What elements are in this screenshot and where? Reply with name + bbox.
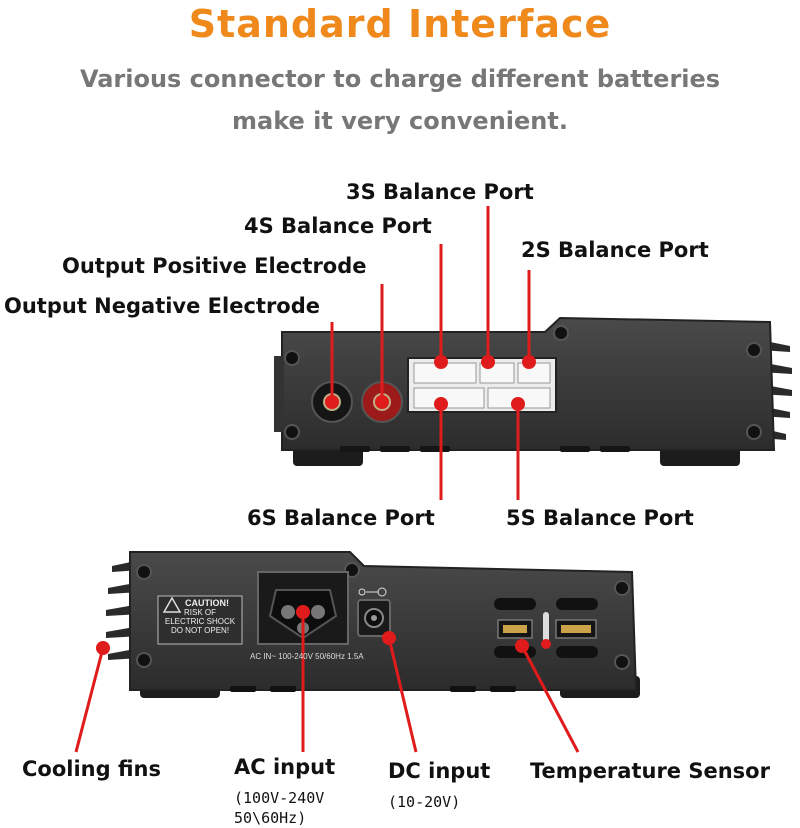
label-4s-balance-port: 4S Balance Port (244, 214, 432, 238)
screw (746, 342, 762, 358)
caution-line-1: RISK OF (183, 608, 216, 617)
label-cooling-fins: Cooling fins (22, 757, 161, 781)
thermometer-icon (543, 612, 549, 642)
page-subtitle: Various connector to charge different ba… (0, 58, 800, 142)
ac-spec-line-1: (100V-240V (234, 789, 325, 807)
screw (614, 654, 630, 670)
label-2s-balance-port: 2S Balance Port (521, 238, 709, 262)
dc-jack (357, 587, 391, 637)
label-output-negative-electrode: Output Negative Electrode (4, 294, 321, 318)
caution-label (157, 595, 243, 645)
ac-spec-line-2: 50\60Hz) (234, 809, 307, 827)
label-dc-input: DC input (388, 759, 491, 783)
warning-icon (162, 596, 182, 613)
charger-front-panel (274, 316, 792, 466)
label-5s-balance-port: 5S Balance Port (506, 506, 694, 530)
caution-title: CAUTION! (185, 598, 229, 608)
screw (614, 580, 630, 596)
screw (284, 424, 300, 440)
balance-port-block (407, 357, 557, 413)
caution-line-3: DO NOT OPEN! (170, 626, 230, 635)
screw (284, 350, 300, 366)
screw (136, 652, 152, 668)
pointers-top (325, 206, 536, 500)
label-ac-input: AC input (234, 755, 336, 779)
dc-input-spec: (10-20V) (388, 793, 461, 811)
charger-rear-panel (106, 551, 640, 698)
subtitle-line-1: Various connector to charge different ba… (79, 65, 721, 93)
caution-line-2: ELECTRIC SHOCK (164, 617, 236, 626)
screw (136, 564, 152, 580)
label-6s-balance-port: 6S Balance Port (247, 506, 435, 530)
screw (746, 424, 762, 440)
label-temperature-sensor: Temperature Sensor (530, 759, 770, 783)
page-title: Standard Interface (188, 2, 612, 46)
label-output-positive-electrode: Output Positive Electrode (62, 254, 367, 278)
label-3s-balance-port: 3S Balance Port (346, 180, 534, 204)
ac-rating-text: AC IN~ 100-240V 50/60Hz 1.5A (250, 652, 364, 661)
screw (553, 325, 569, 341)
temperature-sensor-port (497, 612, 597, 649)
caution-text: CAUTION! RISK OF ELECTRIC SHOCK DO NOT O… (158, 598, 242, 636)
ac-input-spec: (100V-240V 50\60Hz) (234, 788, 324, 828)
pointers-bottom (74, 605, 580, 753)
subtitle-line-2: make it very convenient. (232, 107, 568, 135)
